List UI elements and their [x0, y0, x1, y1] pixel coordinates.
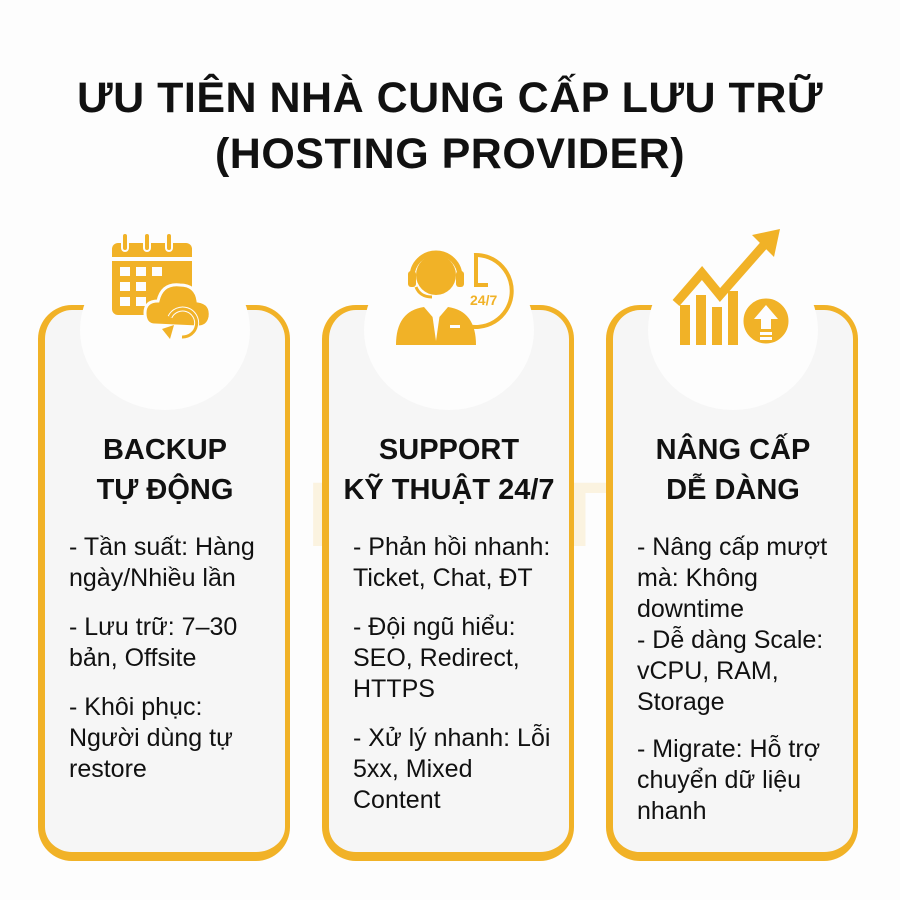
list-item: - Nâng cấp mượt mà: Không downtime [637, 533, 828, 623]
card-points: - Phản hồi nhanh: Ticket, Chat, ĐT - Đội… [353, 532, 559, 834]
list-item: - Lưu trữ: 7–30 bản, Offsite [69, 613, 238, 672]
title-line: ƯU TIÊN NHÀ CUNG CẤP LƯU TRỮ [76, 74, 824, 122]
card-title: NÂNG CẤP DỄ DÀNG [655, 434, 811, 506]
card-title: SUPPORT KỸ THUẬT 24/7 [343, 434, 555, 506]
list-item: - Tần suất: Hàng ngày/Nhiều lần [69, 533, 255, 592]
card-points: - Tần suất: Hàng ngày/Nhiều lần - Lưu tr… [69, 532, 275, 803]
list-item: - Dễ dàng Scale: vCPU, RAM, Storage [637, 626, 824, 716]
support-agent-24-7-icon: 24/7 [396, 250, 514, 345]
card-support: 24/7 SUPPORT KỸ THUẬT 24/7 - Phản hồi nh… [322, 250, 574, 861]
calendar-cloud-backup-icon [112, 232, 212, 340]
icon-label: 24/7 [470, 292, 497, 308]
page-title: ƯU TIÊN NHÀ CUNG CẤP LƯU TRỮ (HOSTING PR… [0, 70, 900, 182]
growth-chart-upgrade-icon [672, 229, 792, 347]
card-upgrade: NÂNG CẤP DỄ DÀNG - Nâng cấp mượt mà: Khô… [606, 229, 858, 861]
card-title: BACKUP TỰ ĐỘNG [96, 434, 234, 506]
list-item: - Migrate: Hỗ trợ chuyển dữ liệu nhanh [637, 735, 821, 825]
list-item: - Xử lý nhanh: Lỗi 5xx, Mixed Content [353, 724, 551, 814]
card-points: - Nâng cấp mượt mà: Không downtime - Dễ … [637, 532, 843, 827]
list-item: - Phản hồi nhanh: Ticket, Chat, ĐT [353, 533, 551, 592]
card-backup: BACKUP TỰ ĐỘNG - Tần suất: Hàng ngày/Nhi… [38, 232, 290, 861]
title-line: (HOSTING PROVIDER) [214, 130, 686, 178]
list-item: - Đội ngũ hiểu: SEO, Redirect, HTTPS [353, 613, 520, 703]
list-item: - Khôi phục: Người dùng tự restore [69, 693, 233, 783]
